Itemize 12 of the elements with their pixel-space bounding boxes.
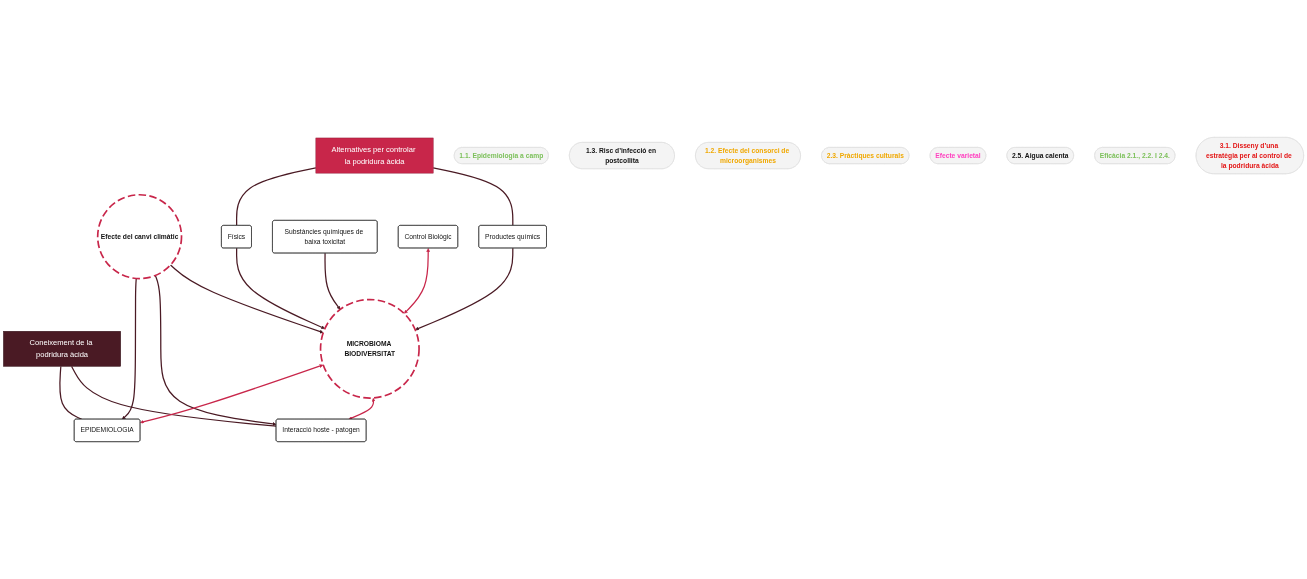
arrow xyxy=(121,277,137,420)
arrow xyxy=(415,247,514,331)
connector xyxy=(432,167,514,227)
arrow xyxy=(404,248,431,314)
arrow xyxy=(169,264,324,334)
arrow xyxy=(154,274,277,426)
connector xyxy=(236,167,317,227)
connector xyxy=(71,365,277,427)
arrow xyxy=(140,364,324,424)
arrow xyxy=(236,247,325,329)
arrow xyxy=(324,252,341,310)
arrow xyxy=(348,397,376,420)
